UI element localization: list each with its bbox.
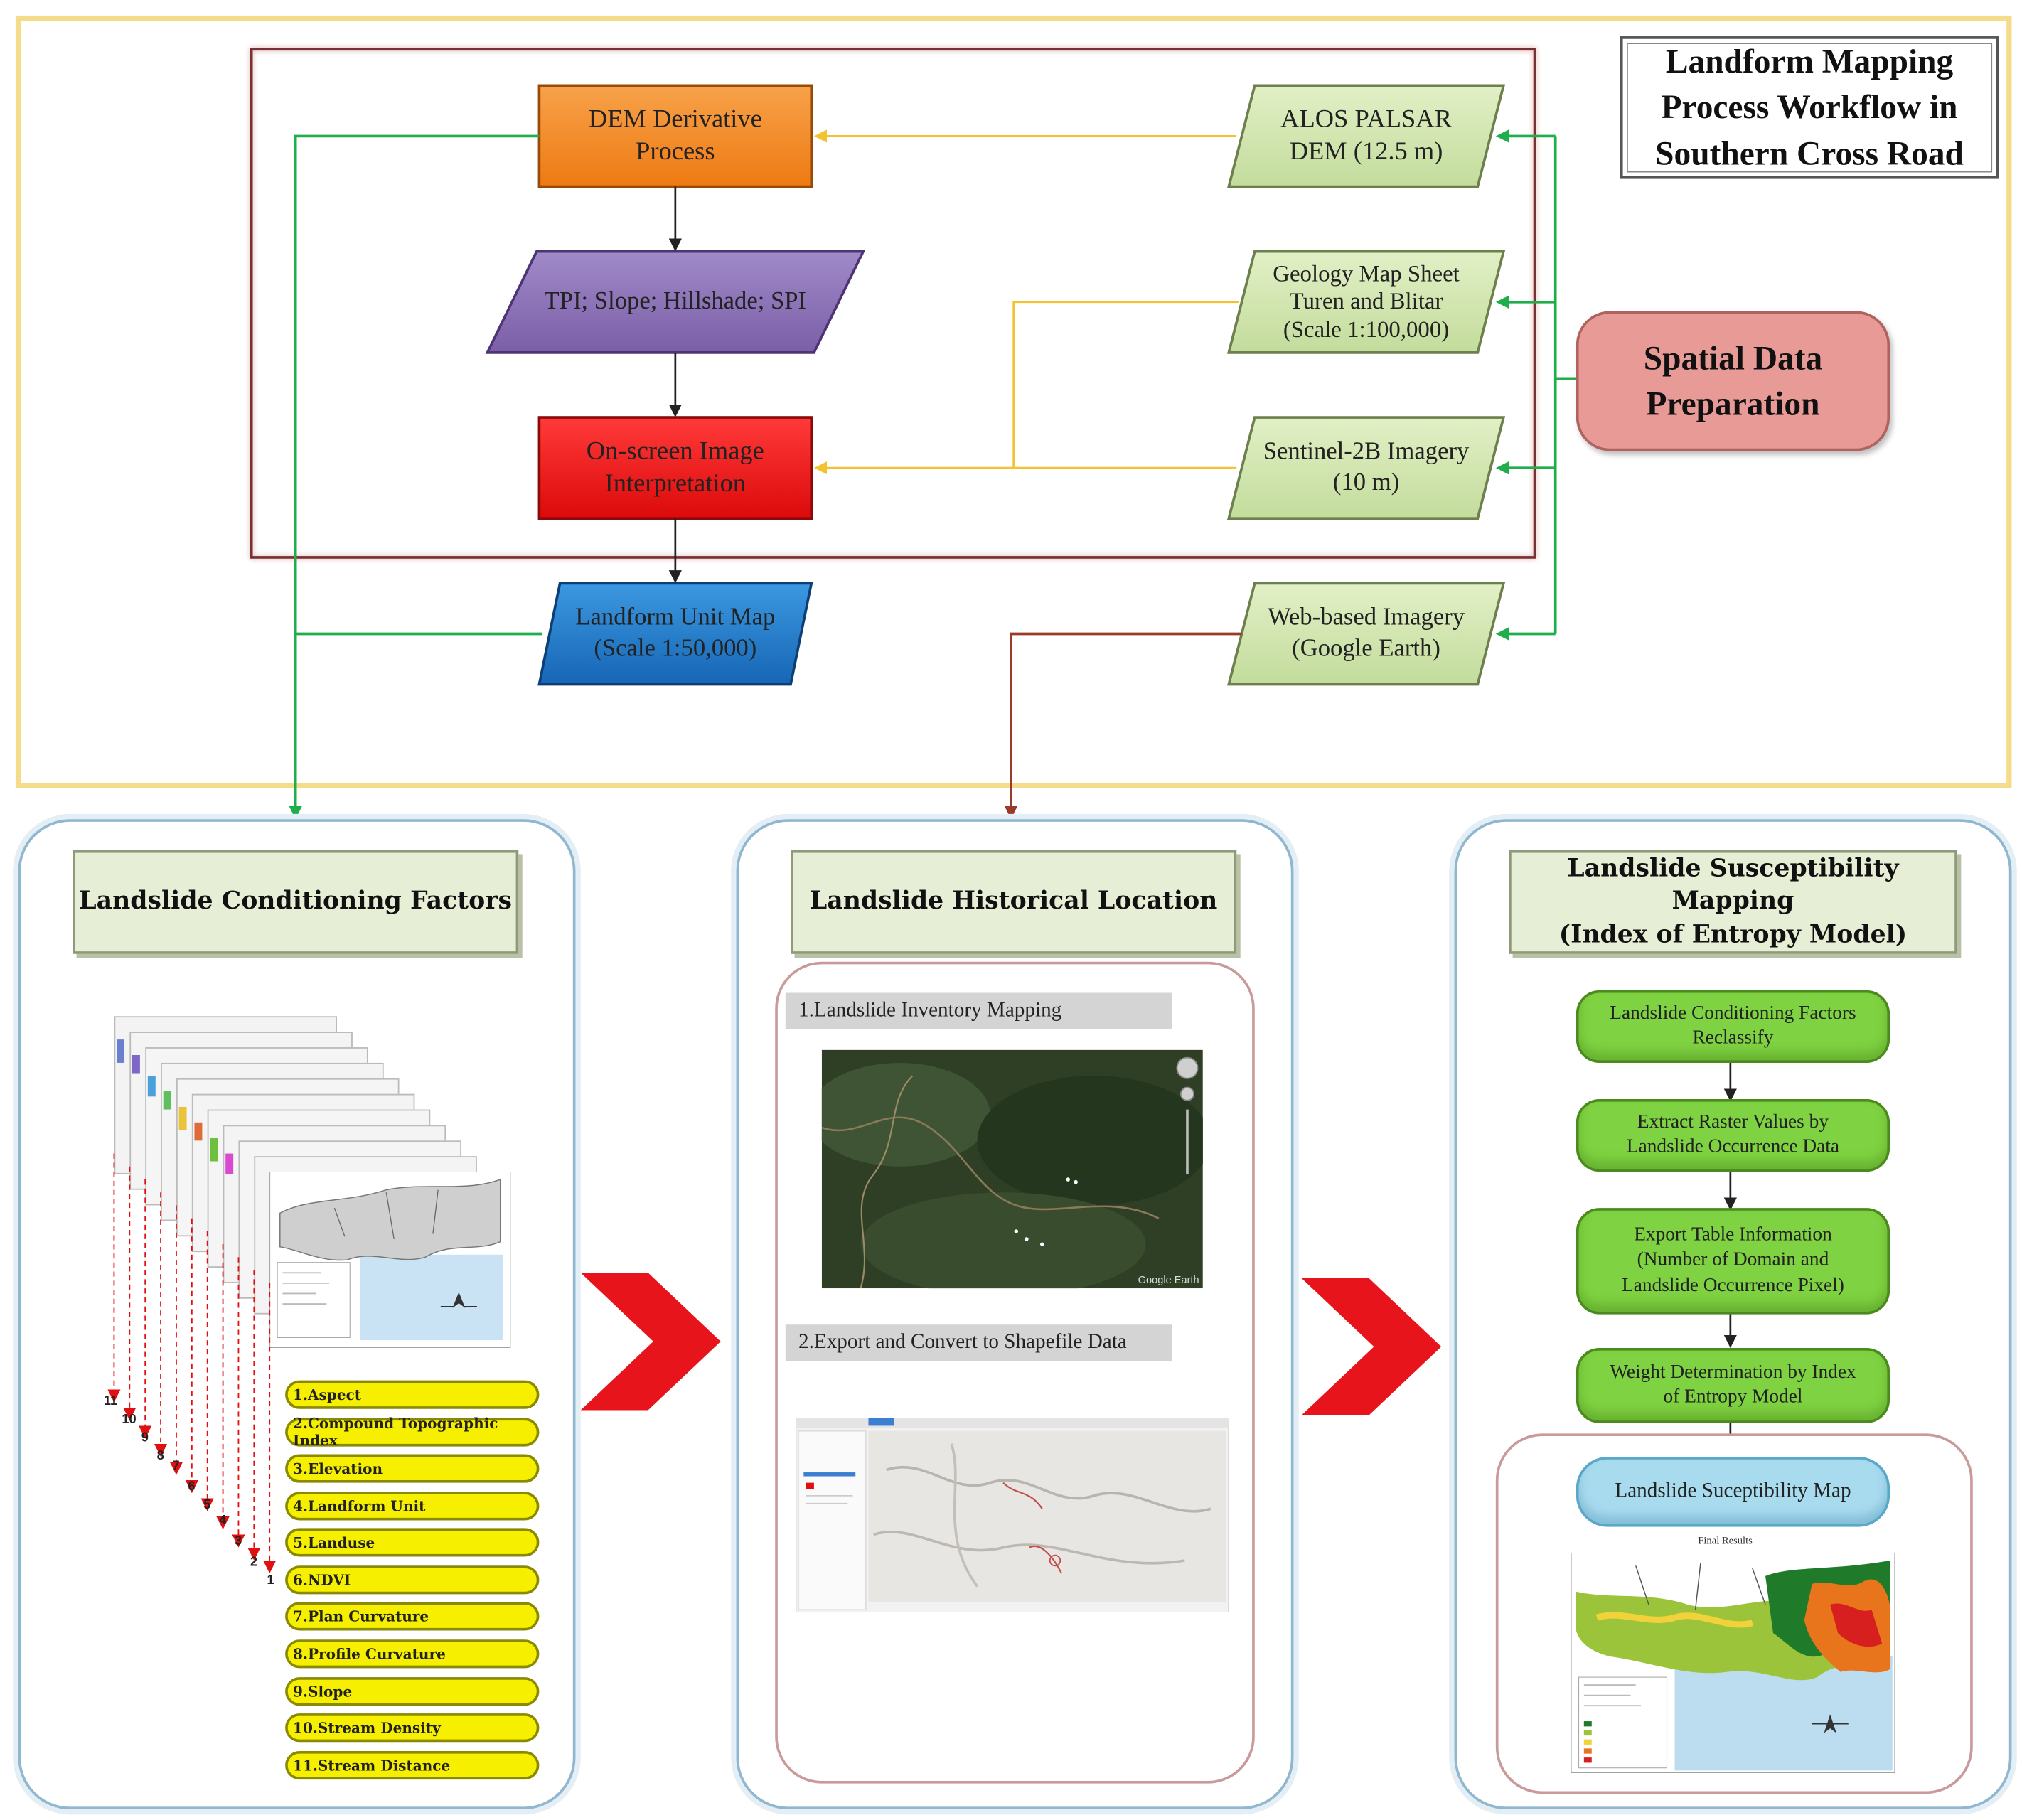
step-extract-raster: Extract Raster Values by Landslide Occur… bbox=[1576, 1098, 1890, 1172]
layer-number: 5 bbox=[203, 1498, 211, 1513]
sentinel-label: Sentinel-2B Imagery (10 m) bbox=[1263, 438, 1470, 497]
factor-slope: 9.Slope bbox=[285, 1677, 540, 1706]
web-box bbox=[1226, 582, 1506, 686]
arrow-geology-to-interpretation bbox=[1012, 301, 1239, 469]
arrow-to-historical-panel bbox=[1004, 632, 1242, 820]
derivatives-label: TPI; Slope; Hillshade; SPI bbox=[544, 287, 807, 316]
export-step-label: 2.Export and Convert to Shapefile Data bbox=[785, 1324, 1172, 1361]
factor-profile-curvature: 8.Profile Curvature bbox=[285, 1639, 540, 1669]
page-title: Landform Mapping Process Workflow in Sou… bbox=[1620, 36, 1999, 179]
alos-label: ALOS PALSAR DEM (12.5 m) bbox=[1280, 105, 1452, 166]
factor-ndvi: 6.NDVI bbox=[285, 1565, 540, 1595]
susceptibility-heading: Landslide Susceptibility Mapping (Index … bbox=[1509, 850, 1957, 954]
factor-stream-distance: 11.Stream Distance bbox=[285, 1751, 540, 1780]
satellite-imagery: Google Earth bbox=[821, 1049, 1203, 1289]
chevron-right-icon bbox=[1301, 1278, 1442, 1415]
layer-drop-lines bbox=[107, 1153, 277, 1574]
inventory-step-label: 1.Landslide Inventory Mapping bbox=[785, 992, 1172, 1029]
layer-number: 11 bbox=[103, 1394, 118, 1409]
geology-label: Geology Map Sheet Turen and Blitar (Scal… bbox=[1273, 259, 1460, 342]
factor-elevation: 3.Elevation bbox=[285, 1454, 540, 1483]
alos-box bbox=[1226, 84, 1506, 188]
layer-number: 3 bbox=[234, 1534, 242, 1549]
factor-stream-density: 10.Stream Density bbox=[285, 1713, 540, 1743]
layer-number: 10 bbox=[122, 1413, 137, 1428]
landform-map-box bbox=[537, 582, 813, 686]
shapefile-software-screenshot bbox=[796, 1418, 1229, 1612]
layer-number: 7 bbox=[172, 1459, 180, 1474]
factor-plan-curvature: 7.Plan Curvature bbox=[285, 1602, 540, 1631]
layer-number: 4 bbox=[219, 1514, 227, 1529]
layer-number: 6 bbox=[188, 1479, 196, 1495]
dem-process-label: DEM Derivative Process bbox=[588, 105, 762, 166]
factor-cti: 2.Compound Topographic Index bbox=[285, 1415, 540, 1449]
layer-number: 2 bbox=[250, 1555, 257, 1570]
web-label: Web-based Imagery (Google Earth) bbox=[1267, 604, 1465, 663]
step-reclassify: Landslide Conditioning Factors Reclassif… bbox=[1576, 990, 1890, 1063]
susceptibility-map bbox=[1571, 1553, 1895, 1774]
arrow-to-conditioning-panel bbox=[289, 134, 540, 820]
historical-heading: Landslide Historical Location bbox=[791, 850, 1237, 954]
imagery-credit: Google Earth bbox=[1138, 1275, 1199, 1286]
factor-landform-unit: 4.Landform Unit bbox=[285, 1492, 540, 1521]
factor-map-stack bbox=[109, 1011, 523, 1361]
derivatives-box bbox=[485, 250, 866, 354]
dem-process-box bbox=[537, 84, 813, 188]
step-export-table: Export Table Information (Number of Doma… bbox=[1576, 1208, 1890, 1315]
interpretation-label: On-screen Image Interpretation bbox=[586, 437, 764, 498]
factor-map-thumbnail bbox=[269, 1172, 511, 1349]
factor-aspect: 1.Aspect bbox=[285, 1380, 540, 1409]
spatial-data-preparation: Spatial Data Preparation bbox=[1576, 311, 1890, 451]
factor-landuse: 5.Landuse bbox=[285, 1528, 540, 1557]
process-frame bbox=[250, 48, 1536, 559]
map-caption: Final Results bbox=[1698, 1534, 1753, 1546]
susceptibility-map-label: Landslide Suceptibility Map bbox=[1576, 1457, 1890, 1527]
sentinel-box bbox=[1226, 416, 1506, 520]
layer-number: 8 bbox=[156, 1449, 164, 1464]
outer-frame bbox=[15, 15, 2012, 788]
layer-number: 9 bbox=[141, 1430, 149, 1445]
chevron-right-icon bbox=[580, 1273, 721, 1410]
geology-box bbox=[1226, 250, 1506, 354]
landform-map-label: Landform Unit Map (Scale 1:50,000) bbox=[575, 604, 776, 663]
step-weight-determination: Weight Determination by Index of Entropy… bbox=[1576, 1348, 1890, 1423]
layer-number: 1 bbox=[267, 1573, 274, 1588]
conditioning-heading: Landslide Conditioning Factors bbox=[73, 850, 519, 954]
